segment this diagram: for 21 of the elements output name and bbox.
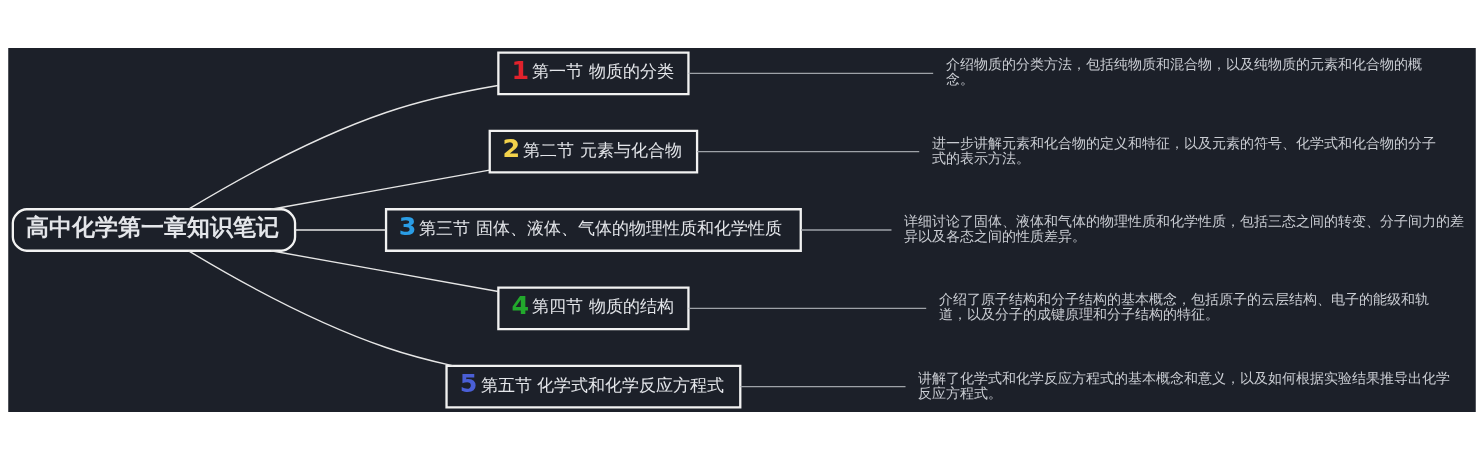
node-box: 2 第二节 元素与化合物 xyxy=(488,129,699,174)
connector xyxy=(187,84,499,210)
node-text: 介绍物质的分类方法，包括纯物质和混合物，以及纯物质的元素和化合物的概念。 xyxy=(945,56,1422,88)
connector xyxy=(687,307,927,309)
connector xyxy=(696,151,920,153)
node-text: 进一步讲解元素和化合物的定义和特征，以及元素的符号、化学式和化合物的分子式的表示方法。 xyxy=(932,134,1437,166)
node-box: 5 第五节 化学式和化学反应方程式 xyxy=(445,364,742,409)
connector xyxy=(294,229,387,231)
connector xyxy=(187,250,454,367)
node-box: 1 第一节 物质的分类 xyxy=(497,51,690,96)
connector xyxy=(739,385,907,388)
node-box: 4 第四节 物质的结构 xyxy=(497,286,690,331)
connector xyxy=(687,72,934,75)
node-text: 详细讨论了固体、液体和气体的物理性质和化学性质，包括三态之间的转变、分子间力的差异以及各态之间的性质差异。 xyxy=(904,213,1465,245)
connector xyxy=(800,229,893,231)
node-text: 介绍了原子结构和分子结构的基本概念，包括原子的云层结构、电子的能级和轨道，以及分子的成键原理和分子结构的特征。 xyxy=(938,291,1429,323)
connector xyxy=(270,250,499,293)
connector xyxy=(270,169,491,210)
node-text: 讲解了化学式和化学反应方程式的基本概念和意义，以及如何根据实验结果推导出化学反应方程式。 xyxy=(918,369,1451,401)
node-box: 3 第三节 固体、液体、气体的物理性质和化学性质 xyxy=(384,208,802,252)
node-box: 高中化学第一章知识笔记 xyxy=(11,208,297,252)
